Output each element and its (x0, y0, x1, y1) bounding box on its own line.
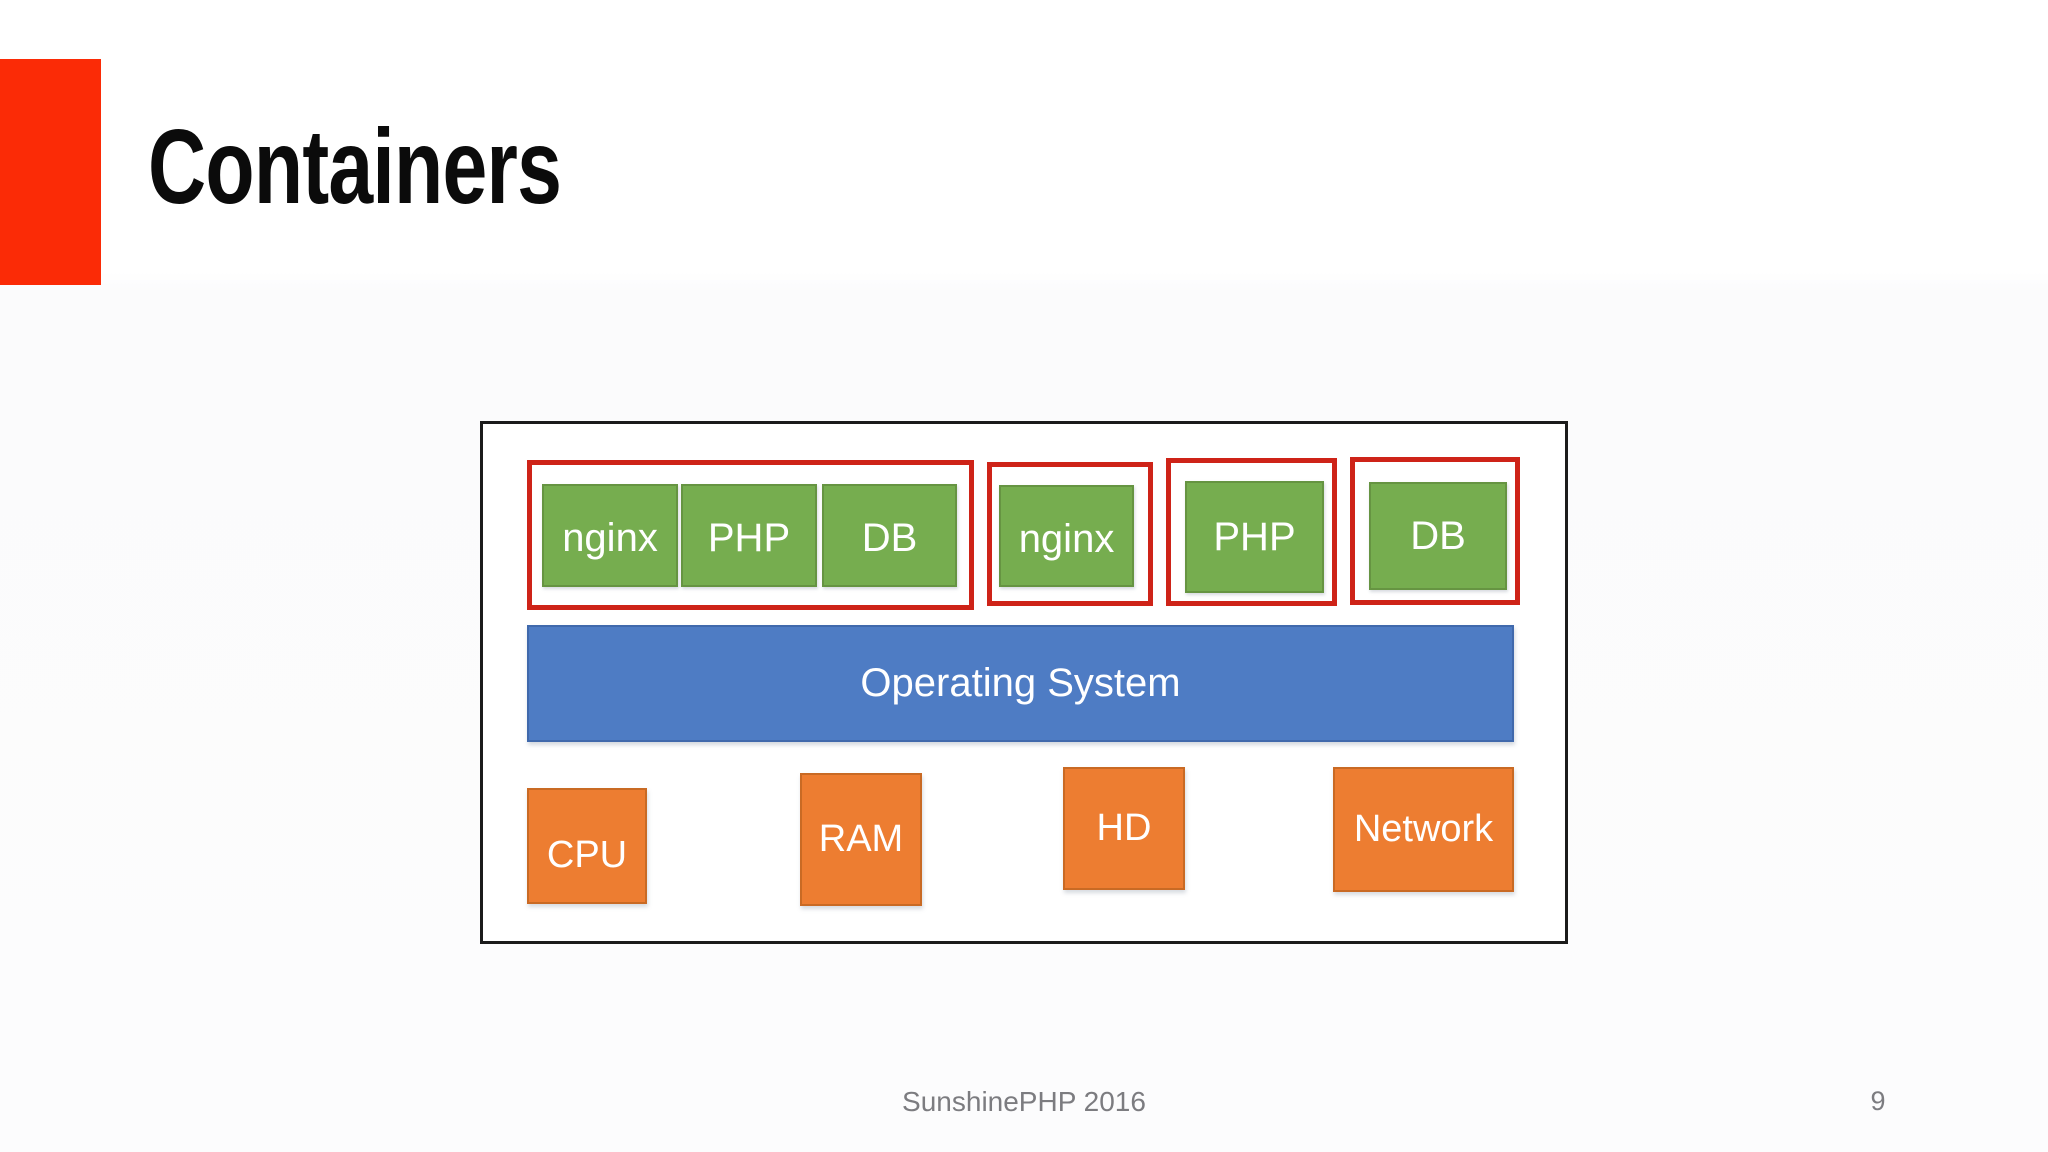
operating-system-bar: Operating System (527, 625, 1514, 742)
page-number: 9 (1870, 1086, 1886, 1116)
slide-title: Containers (148, 108, 562, 226)
container-group-1: nginx PHP DB (527, 460, 974, 610)
service-box-db: DB (822, 484, 957, 587)
host-machine-box: nginx PHP DB nginx PHP DB Operating Syst… (480, 421, 1568, 944)
operating-system-label: Operating System (860, 661, 1181, 705)
service-box-php: PHP (681, 484, 817, 587)
service-box-php: PHP (1185, 481, 1324, 593)
service-box-db: DB (1369, 482, 1507, 590)
container-group-2: nginx (987, 462, 1153, 606)
footer-text: SunshinePHP 2016 (902, 1086, 1146, 1117)
hardware-box-ram: RAM (800, 773, 922, 906)
hardware-box-hd: HD (1063, 767, 1185, 890)
container-group-3: PHP (1166, 458, 1337, 606)
red-accent-block (0, 59, 101, 285)
hardware-box-cpu: CPU (527, 788, 647, 904)
container-group-4: DB (1350, 457, 1520, 605)
service-box-nginx: nginx (542, 484, 678, 587)
hardware-box-network: Network (1333, 767, 1514, 892)
service-box-nginx: nginx (999, 485, 1134, 587)
